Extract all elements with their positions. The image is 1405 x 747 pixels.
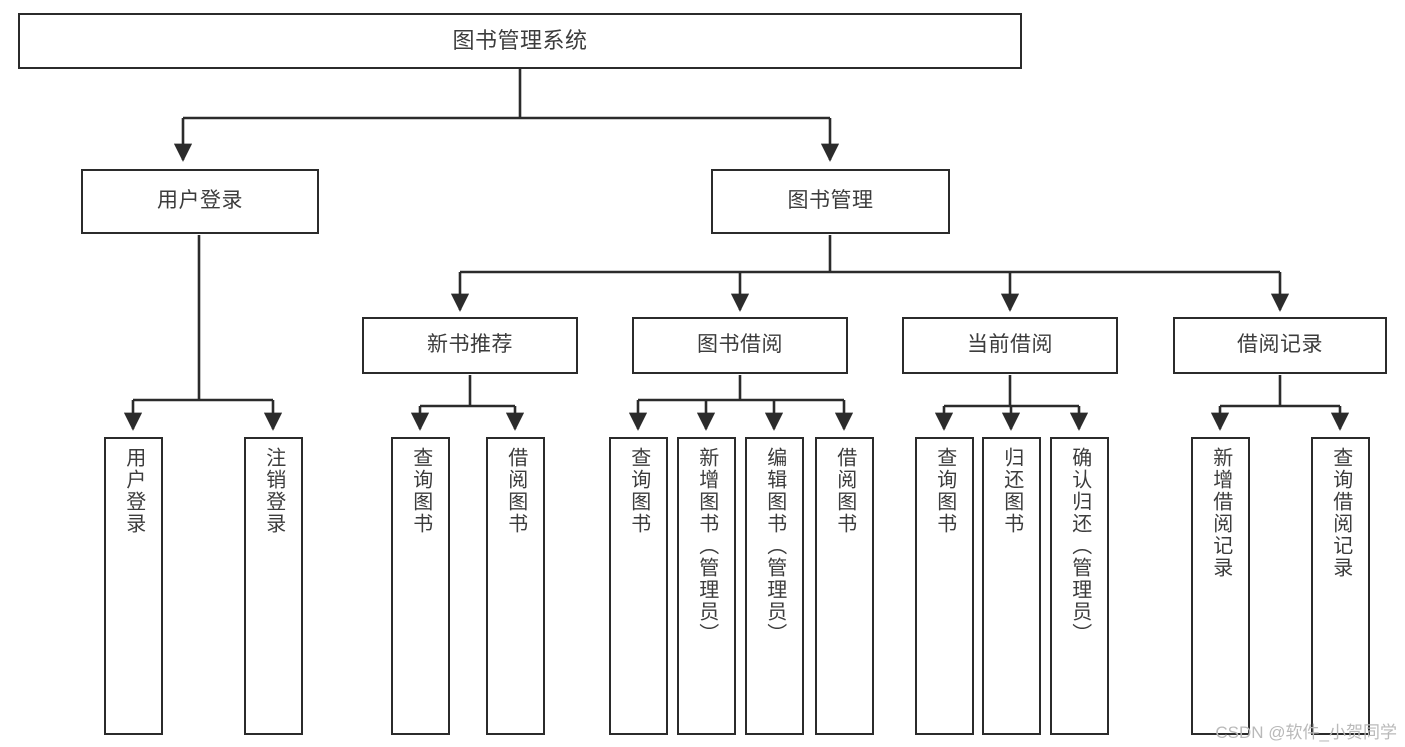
- leaf-current-confirm-return-admin[interactable]: 确认归还（管理员）: [1050, 437, 1109, 735]
- leaf-current-return-book[interactable]: 归还图书: [982, 437, 1041, 735]
- leaf-borrow-edit-book-admin[interactable]: 编辑图书（管理员）: [745, 437, 804, 735]
- node-label: 注销登录: [262, 447, 285, 535]
- node-label: 用户登录: [157, 189, 243, 213]
- node-label: 新增借阅记录: [1209, 447, 1232, 579]
- node-label: 查询图书: [409, 447, 432, 535]
- leaf-current-query-book[interactable]: 查询图书: [915, 437, 974, 735]
- node-label: 查询图书: [933, 447, 956, 535]
- leaf-record-query-borrow-record[interactable]: 查询借阅记录: [1311, 437, 1370, 735]
- leaf-new-book-query[interactable]: 查询图书: [391, 437, 450, 735]
- node-label: 当前借阅: [967, 333, 1053, 357]
- leaf-borrow-query-book[interactable]: 查询图书: [609, 437, 668, 735]
- node-new-book-recommend[interactable]: 新书推荐: [362, 317, 578, 374]
- node-label: 查询借阅记录: [1329, 447, 1352, 579]
- node-label: 图书管理系统: [452, 28, 588, 54]
- node-book-borrow[interactable]: 图书借阅: [632, 317, 848, 374]
- node-label: 借阅图书: [504, 447, 527, 535]
- node-label: 编辑图书（管理员）: [763, 447, 786, 645]
- node-label: 借阅记录: [1237, 333, 1323, 357]
- node-label: 确认归还（管理员）: [1068, 447, 1091, 645]
- node-root-book-management-system[interactable]: 图书管理系统: [18, 13, 1022, 69]
- leaf-user-login-login[interactable]: 用户登录: [104, 437, 163, 735]
- node-label: 图书管理: [787, 189, 874, 213]
- leaf-borrow-add-book-admin[interactable]: 新增图书（管理员）: [677, 437, 736, 735]
- node-label: 归还图书: [1000, 447, 1023, 535]
- leaf-record-add-borrow-record[interactable]: 新增借阅记录: [1191, 437, 1250, 735]
- node-book-management[interactable]: 图书管理: [711, 169, 950, 234]
- node-current-borrow[interactable]: 当前借阅: [902, 317, 1118, 374]
- leaf-new-book-borrow[interactable]: 借阅图书: [486, 437, 545, 735]
- node-label: 借阅图书: [833, 447, 856, 535]
- node-borrow-record[interactable]: 借阅记录: [1173, 317, 1387, 374]
- node-label: 查询图书: [627, 447, 650, 535]
- node-label: 新书推荐: [427, 333, 513, 357]
- node-label: 用户登录: [122, 447, 145, 535]
- node-label: 新增图书（管理员）: [695, 447, 718, 645]
- leaf-user-login-logout[interactable]: 注销登录: [244, 437, 303, 735]
- csdn-watermark: CSDN @软件_小贺同学: [1215, 723, 1397, 742]
- leaf-borrow-borrow-book[interactable]: 借阅图书: [815, 437, 874, 735]
- node-user-login[interactable]: 用户登录: [81, 169, 319, 234]
- node-label: 图书借阅: [697, 333, 783, 357]
